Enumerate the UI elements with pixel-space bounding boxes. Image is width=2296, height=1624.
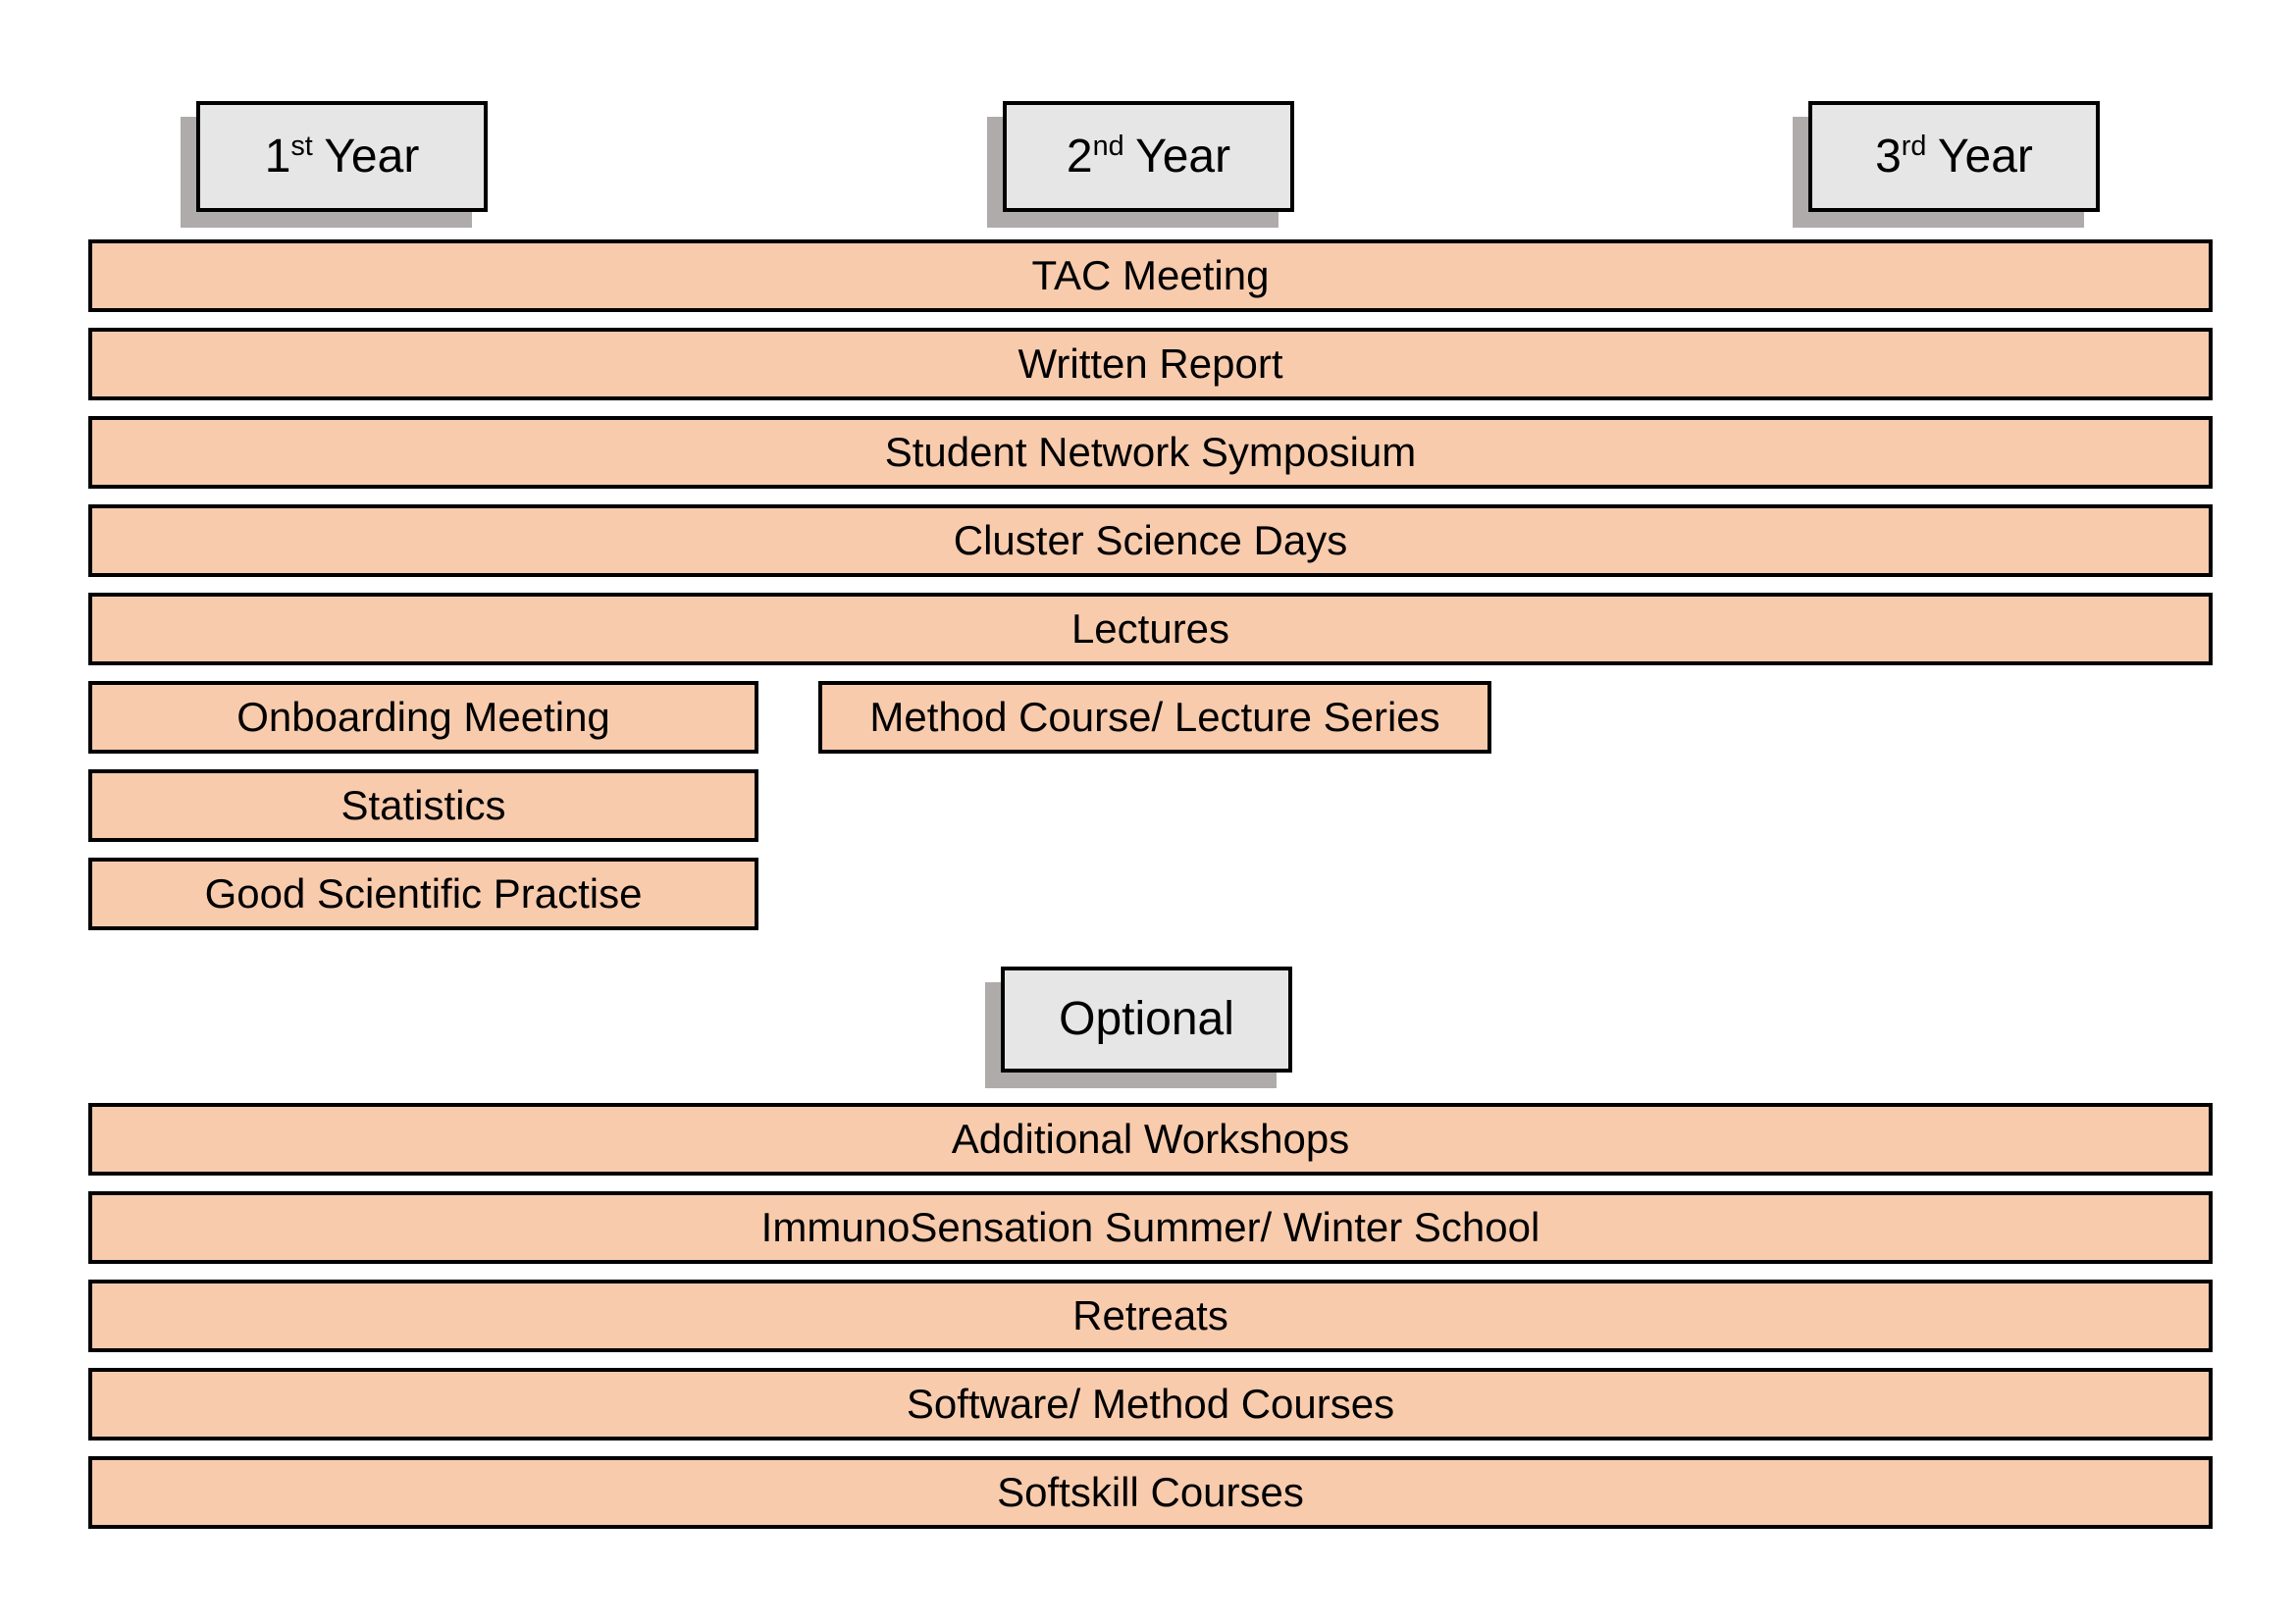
ordinal-suffix: rd <box>1901 131 1927 162</box>
bar-method-course-lecture-series: Method Course/ Lecture Series <box>818 681 1491 754</box>
bar-label: Lectures <box>1070 605 1230 652</box>
bar-label: Software/ Method Courses <box>906 1381 1395 1427</box>
bar-good-scientific-practise: Good Scientific Practise <box>88 858 758 930</box>
optional-label: Optional <box>1059 993 1234 1045</box>
bar-cluster-science-days: Cluster Science Days <box>88 504 2213 577</box>
bar-label: Written Report <box>1018 341 1283 387</box>
bar-lectures: Lectures <box>88 593 2213 665</box>
bar-label: ImmunoSensation Summer/ Winter School <box>760 1204 1540 1250</box>
bar-label: Good Scientific Practise <box>204 870 643 917</box>
bar-additional-workshops: Additional Workshops <box>88 1103 2213 1176</box>
bar-statistics: Statistics <box>88 769 758 842</box>
bar-retreats: Retreats <box>88 1280 2213 1352</box>
bar-label: Additional Workshops <box>951 1116 1350 1162</box>
bar-label: Onboarding Meeting <box>236 694 610 740</box>
bar-written-report: Written Report <box>88 328 2213 400</box>
bar-label: Student Network Symposium <box>884 429 1417 475</box>
ordinal-suffix: nd <box>1092 131 1124 162</box>
bar-label: TAC Meeting <box>1031 252 1270 298</box>
bar-student-network-symposium: Student Network Symposium <box>88 416 2213 489</box>
bar-label: Statistics <box>340 782 506 828</box>
bar-softskill-courses: Softskill Courses <box>88 1456 2213 1529</box>
bar-label: Softskill Courses <box>997 1469 1304 1515</box>
bar-onboarding-meeting: Onboarding Meeting <box>88 681 758 754</box>
bar-software-method-courses: Software/ Method Courses <box>88 1368 2213 1441</box>
bar-label: Cluster Science Days <box>953 517 1348 563</box>
ordinal-suffix: st <box>290 131 313 162</box>
bar-tac-meeting: TAC Meeting <box>88 239 2213 312</box>
optional-header-box: Optional <box>1001 967 1292 1073</box>
bar-immunosensation-summer-winter-school: ImmunoSensation Summer/ Winter School <box>88 1191 2213 1264</box>
bar-label: Retreats <box>1072 1292 1228 1338</box>
bar-label: Method Course/ Lecture Series <box>869 694 1440 740</box>
